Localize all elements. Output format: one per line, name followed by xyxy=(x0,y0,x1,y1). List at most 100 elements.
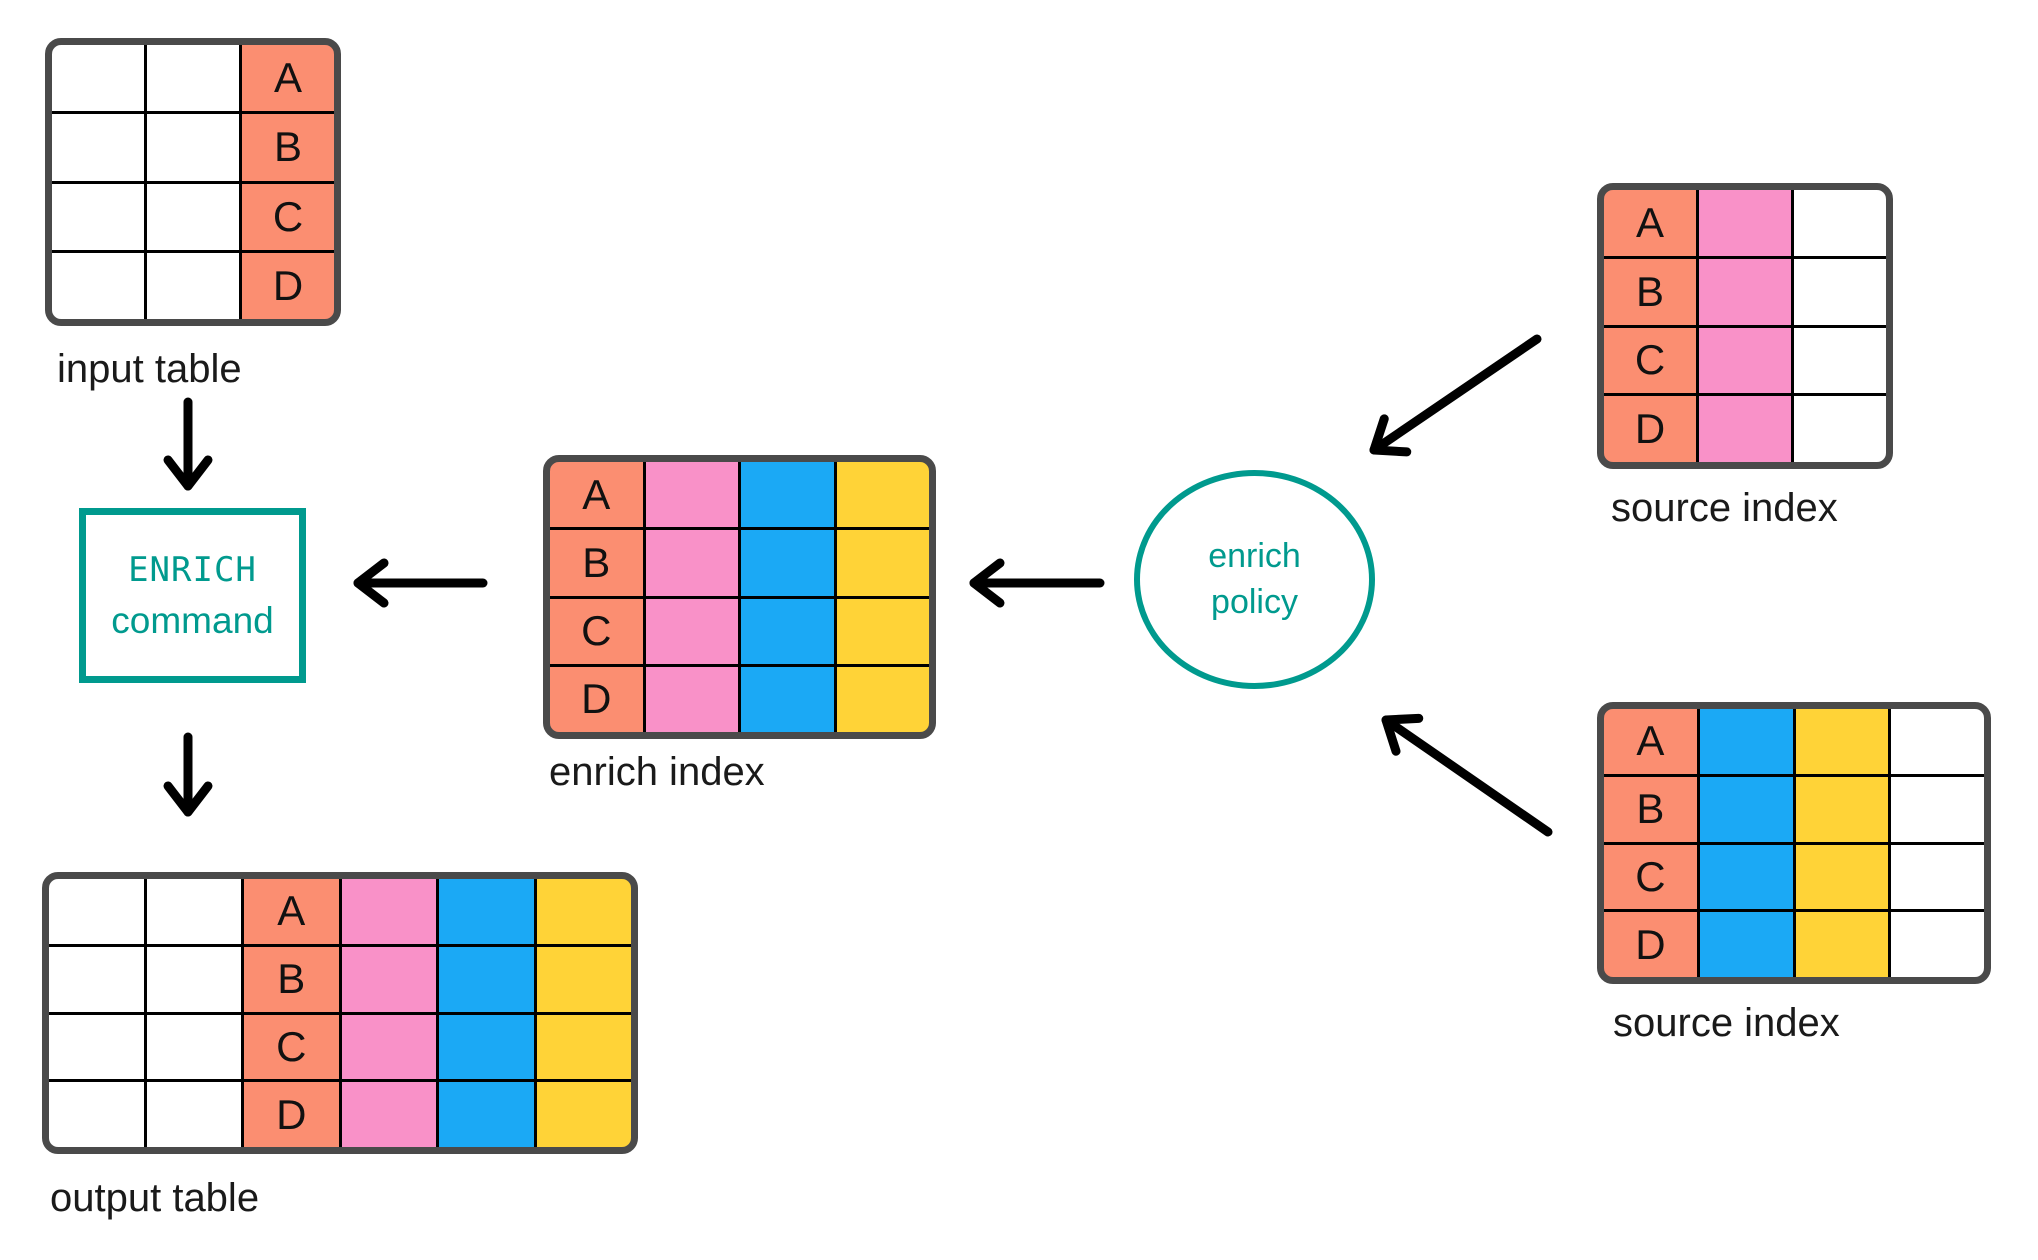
table-cell xyxy=(1699,776,1793,842)
table-cell xyxy=(536,946,631,1012)
table-cell xyxy=(836,462,929,528)
source-index-bottom-label: source index xyxy=(1613,1001,1840,1045)
table-cell xyxy=(439,1082,534,1147)
table-cell xyxy=(1699,190,1791,256)
table-cell xyxy=(836,598,929,664)
table-cell xyxy=(49,1082,144,1147)
table-cell xyxy=(341,1082,436,1147)
table-cell xyxy=(836,530,929,596)
table-cell xyxy=(439,879,534,944)
table-cell xyxy=(147,45,239,112)
table-cell xyxy=(146,1082,241,1147)
key-cell: B xyxy=(244,946,339,1012)
table-cell xyxy=(1699,258,1791,325)
enrich-command-keyword: ENRICH xyxy=(128,549,257,590)
key-cell: B xyxy=(1604,258,1696,325)
table-cell xyxy=(741,666,834,732)
table-cell xyxy=(52,114,144,181)
table-cell xyxy=(439,1014,534,1080)
table-cell xyxy=(1699,709,1793,774)
key-cell: D xyxy=(244,1082,339,1147)
table-cell xyxy=(536,1082,631,1147)
key-cell: C xyxy=(244,1014,339,1080)
enrich-index-label: enrich index xyxy=(549,750,765,794)
key-cell: A xyxy=(1604,709,1697,774)
table-cell xyxy=(645,598,738,664)
table-cell xyxy=(147,252,239,319)
table-cell xyxy=(146,1014,241,1080)
table-cell xyxy=(1794,258,1886,325)
table-cell xyxy=(1699,912,1793,977)
enrich-policy-circle: enrich policy xyxy=(1134,470,1375,689)
table-cell xyxy=(1794,190,1886,256)
table-cell xyxy=(52,183,144,250)
table-cell xyxy=(1699,327,1791,394)
table-cell xyxy=(341,946,436,1012)
source-index-top-label: source index xyxy=(1611,486,1838,530)
table-cell xyxy=(1891,912,1984,977)
table-cell xyxy=(1795,912,1889,977)
table-cell xyxy=(645,530,738,596)
table-cell xyxy=(1795,709,1889,774)
enrich-policy-word1: enrich xyxy=(1208,536,1301,575)
table-cell xyxy=(1699,844,1793,910)
table-cell xyxy=(147,114,239,181)
table-cell xyxy=(836,666,929,732)
table-cell xyxy=(741,462,834,528)
table-cell xyxy=(741,530,834,596)
enrich-policy-word2: policy xyxy=(1211,582,1298,621)
enrich-command-word: command xyxy=(111,599,274,641)
table-cell xyxy=(49,1014,144,1080)
key-cell: A xyxy=(1604,190,1696,256)
table-cell xyxy=(52,45,144,112)
table-cell xyxy=(1794,396,1886,462)
table-cell xyxy=(341,879,436,944)
key-cell: C xyxy=(242,183,334,250)
table-cell xyxy=(1795,844,1889,910)
key-cell: D xyxy=(1604,396,1696,462)
table-cell xyxy=(146,946,241,1012)
key-cell: B xyxy=(1604,776,1697,842)
arrow-source-top-to-policy xyxy=(1369,334,1542,457)
key-cell: D xyxy=(550,666,643,732)
table-cell xyxy=(645,462,738,528)
table-cell xyxy=(741,598,834,664)
input-table-label: input table xyxy=(57,347,242,391)
table-cell xyxy=(1891,709,1984,774)
table-cell xyxy=(1891,844,1984,910)
key-cell: A xyxy=(242,45,334,112)
table-cell xyxy=(536,1014,631,1080)
key-cell: B xyxy=(242,114,334,181)
key-cell: A xyxy=(550,462,643,528)
key-cell: A xyxy=(244,879,339,944)
table-cell xyxy=(49,946,144,1012)
table-cell xyxy=(1699,396,1791,462)
table-cell xyxy=(1794,327,1886,394)
enrich-command-box: ENRICH command xyxy=(79,508,306,683)
key-cell: C xyxy=(1604,844,1697,910)
key-cell: D xyxy=(242,252,334,319)
table-cell xyxy=(536,879,631,944)
key-cell: B xyxy=(550,530,643,596)
table-cell xyxy=(645,666,738,732)
table-cell xyxy=(1795,776,1889,842)
table-cell xyxy=(1891,776,1984,842)
key-cell: C xyxy=(1604,327,1696,394)
arrow-source-bottom-to-policy xyxy=(1381,713,1553,837)
table-cell xyxy=(341,1014,436,1080)
table-cell xyxy=(52,252,144,319)
output-table-label: output table xyxy=(50,1176,260,1220)
table-cell xyxy=(147,183,239,250)
